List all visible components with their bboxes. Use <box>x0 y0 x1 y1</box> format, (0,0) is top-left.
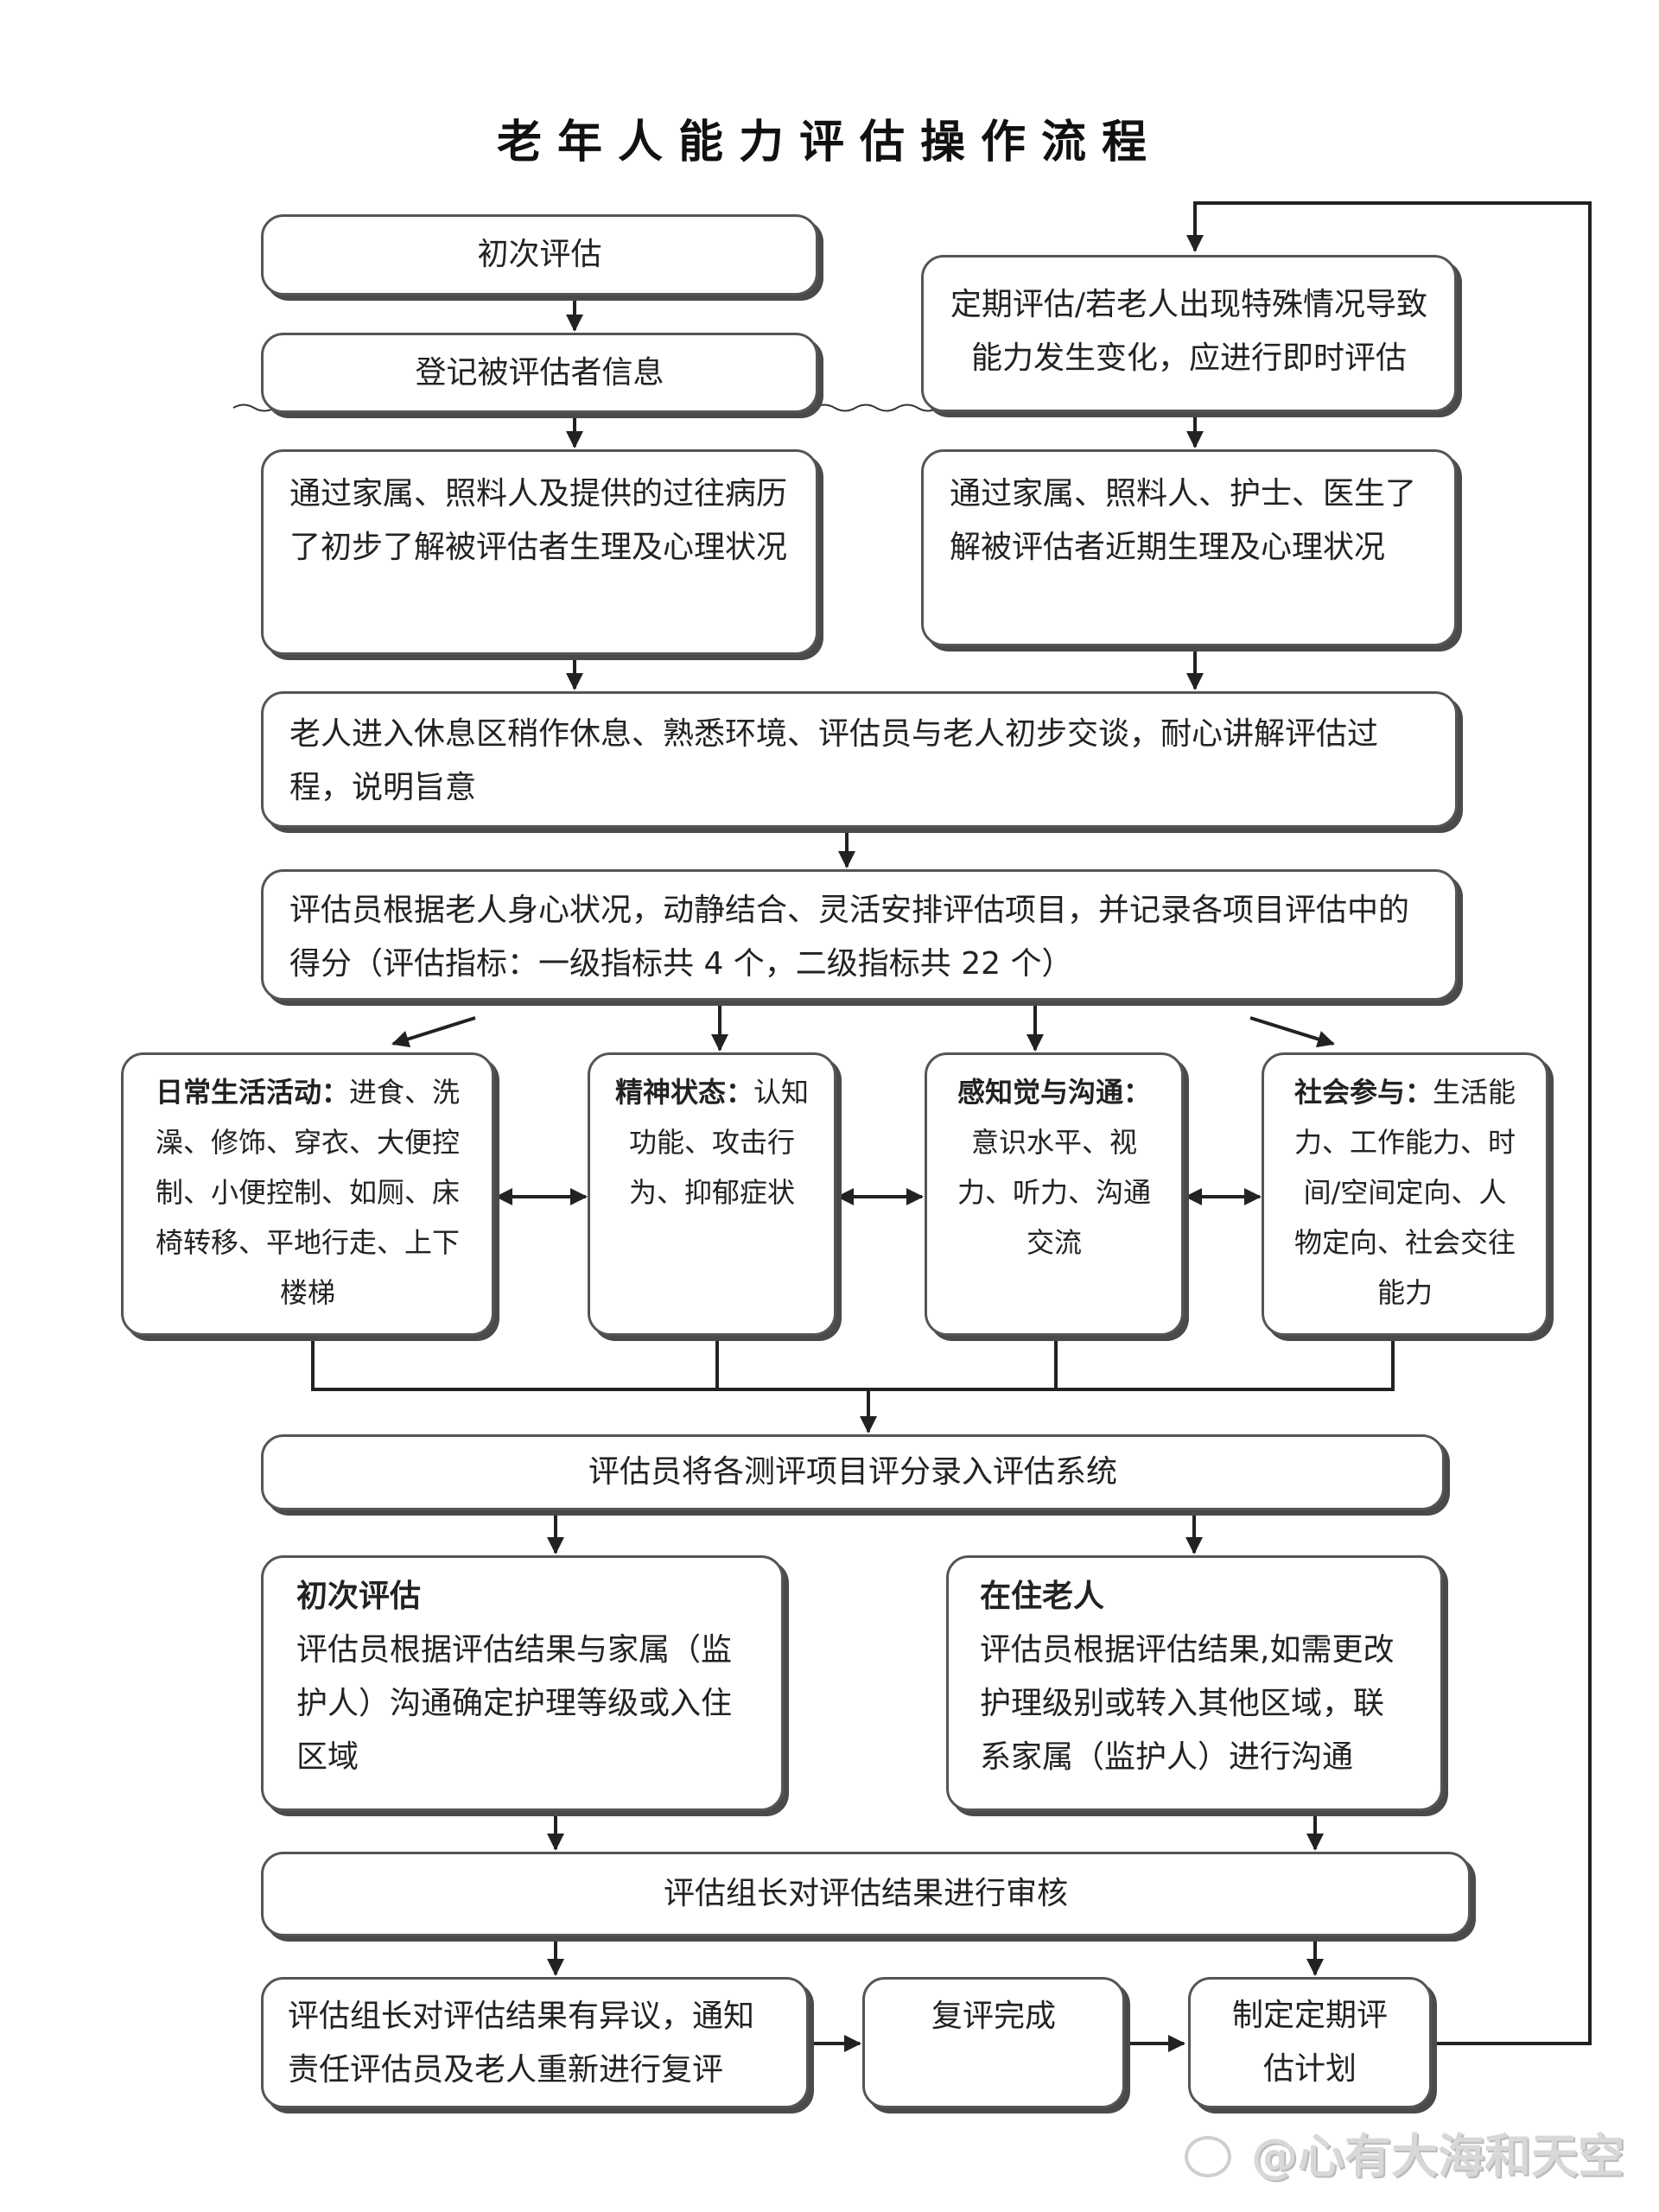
result-resident-text: 评估员根据评估结果,如需更改护理级别或转入其他区域，联系家属（监护人）进行沟通 <box>980 1632 1395 1775</box>
result-resident-title: 在住老人 <box>980 1579 1105 1614</box>
objection-box: 评估组长对评估结果有异议，通知责任评估员及老人重新进行复评 <box>261 1977 809 2108</box>
periodic-plan-box: 制定定期评估计划 <box>1188 1977 1432 2108</box>
indicator-daily-living: 日常生活活动：进食、洗澡、修饰、穿衣、大便控制、小便控制、如厕、床椅转移、平地行… <box>121 1052 494 1336</box>
arrow-assess-ind4 <box>1249 1016 1335 1048</box>
rest-step-box: 老人进入休息区稍作休息、熟悉环境、评估员与老人初步交谈，耐心讲解评估过程，说明旨… <box>261 691 1458 828</box>
periodic-plan-text: 制定定期评估计划 <box>1231 1998 1388 2087</box>
review-step-box: 评估组长对评估结果进行审核 <box>261 1852 1471 1936</box>
entry-step-box: 评估员将各测评项目评分录入评估系统 <box>261 1434 1445 1510</box>
entry-step-text: 评估员将各测评项目评分录入评估系统 <box>588 1454 1117 1490</box>
review-step-text: 评估组长对评估结果进行审核 <box>663 1876 1068 1911</box>
recheck-complete-text: 复评完成 <box>931 1999 1056 2034</box>
loop-back-arrow <box>1186 201 1592 2045</box>
indicator-social-text: 生活能力、工作能力、时间/空间定向、人物定向、社会交往能力 <box>1294 1076 1516 1309</box>
result-first-text: 评估员根据评估结果与家属（监护人）沟通确定护理等级或入住区域 <box>296 1632 733 1775</box>
page-title: 老年人能力评估操作流程 <box>496 117 1162 168</box>
indicator-perception-text: 意识水平、视力、听力、沟通交流 <box>957 1126 1151 1259</box>
assess-step-text: 评估员根据老人身心状况，动静结合、灵活安排评估项目，并记录各项目评估中的得分（评… <box>289 893 1410 982</box>
result-first-box: 初次评估 评估员根据评估结果与家属（监护人）沟通确定护理等级或入住区域 <box>261 1555 784 1811</box>
left-understand-box: 通过家属、照料人及提供的过往病历了初步了解被评估者生理及心理状况 <box>261 449 818 655</box>
result-resident-box: 在住老人 评估员根据评估结果,如需更改护理级别或转入其他区域，联系家属（监护人）… <box>946 1555 1443 1811</box>
watermark-logo-icon <box>1185 2136 1231 2177</box>
watermark: @心有大海和天空 <box>1251 2129 1624 2183</box>
rest-step-text: 老人进入休息区稍作休息、熟悉环境、评估员与老人初步交谈，耐心讲解评估过程，说明旨… <box>289 716 1379 805</box>
left-understand-text: 通过家属、照料人及提供的过往病历了初步了解被评估者生理及心理状况 <box>289 476 788 565</box>
periodic-assessment-text: 定期评估/若老人出现特殊情况导致能力发生变化，应进行即时评估 <box>950 287 1428 376</box>
initial-assessment-box: 初次评估 <box>261 214 818 296</box>
indicator-mental-state: 精神状态：认知功能、攻击行为、抑郁症状 <box>588 1052 836 1336</box>
assess-step-box: 评估员根据老人身心状况，动静结合、灵活安排评估项目，并记录各项目评估中的得分（评… <box>261 869 1458 1001</box>
indicator-daily-living-title: 日常生活活动： <box>155 1076 349 1109</box>
result-first-title: 初次评估 <box>296 1579 422 1614</box>
indicator-perception-title: 感知觉与沟通： <box>957 1076 1151 1109</box>
initial-assessment-label: 初次评估 <box>477 237 602 272</box>
indicator-perception: 感知觉与沟通： 意识水平、视力、听力、沟通交流 <box>925 1052 1184 1336</box>
right-understand-box: 通过家属、照料人、护士、医生了解被评估者近期生理及心理状况 <box>921 449 1457 646</box>
register-info-box: 登记被评估者信息 <box>261 333 818 413</box>
register-info-label: 登记被评估者信息 <box>415 354 664 391</box>
indicator-social-title: 社会参与： <box>1294 1076 1433 1109</box>
indicator-mental-state-title: 精神状态： <box>614 1076 753 1109</box>
indicator-mental-state-text: 认知功能、攻击行为、抑郁症状 <box>628 1076 810 1209</box>
merge-line <box>311 1338 1395 1391</box>
arrow-assess-ind1 <box>391 1016 476 1048</box>
periodic-assessment-box: 定期评估/若老人出现特殊情况导致能力发生变化，应进行即时评估 <box>921 255 1457 412</box>
recheck-complete-box: 复评完成 <box>862 1977 1125 2108</box>
objection-text: 评估组长对评估结果有异议，通知责任评估员及老人重新进行复评 <box>288 1999 755 2088</box>
indicator-social: 社会参与：生活能力、工作能力、时间/空间定向、人物定向、社会交往能力 <box>1262 1052 1548 1336</box>
right-understand-text: 通过家属、照料人、护士、医生了解被评估者近期生理及心理状况 <box>950 476 1417 565</box>
indicator-daily-living-text: 进食、洗澡、修饰、穿衣、大便控制、小便控制、如厕、床椅转移、平地行走、上下楼梯 <box>155 1076 461 1309</box>
